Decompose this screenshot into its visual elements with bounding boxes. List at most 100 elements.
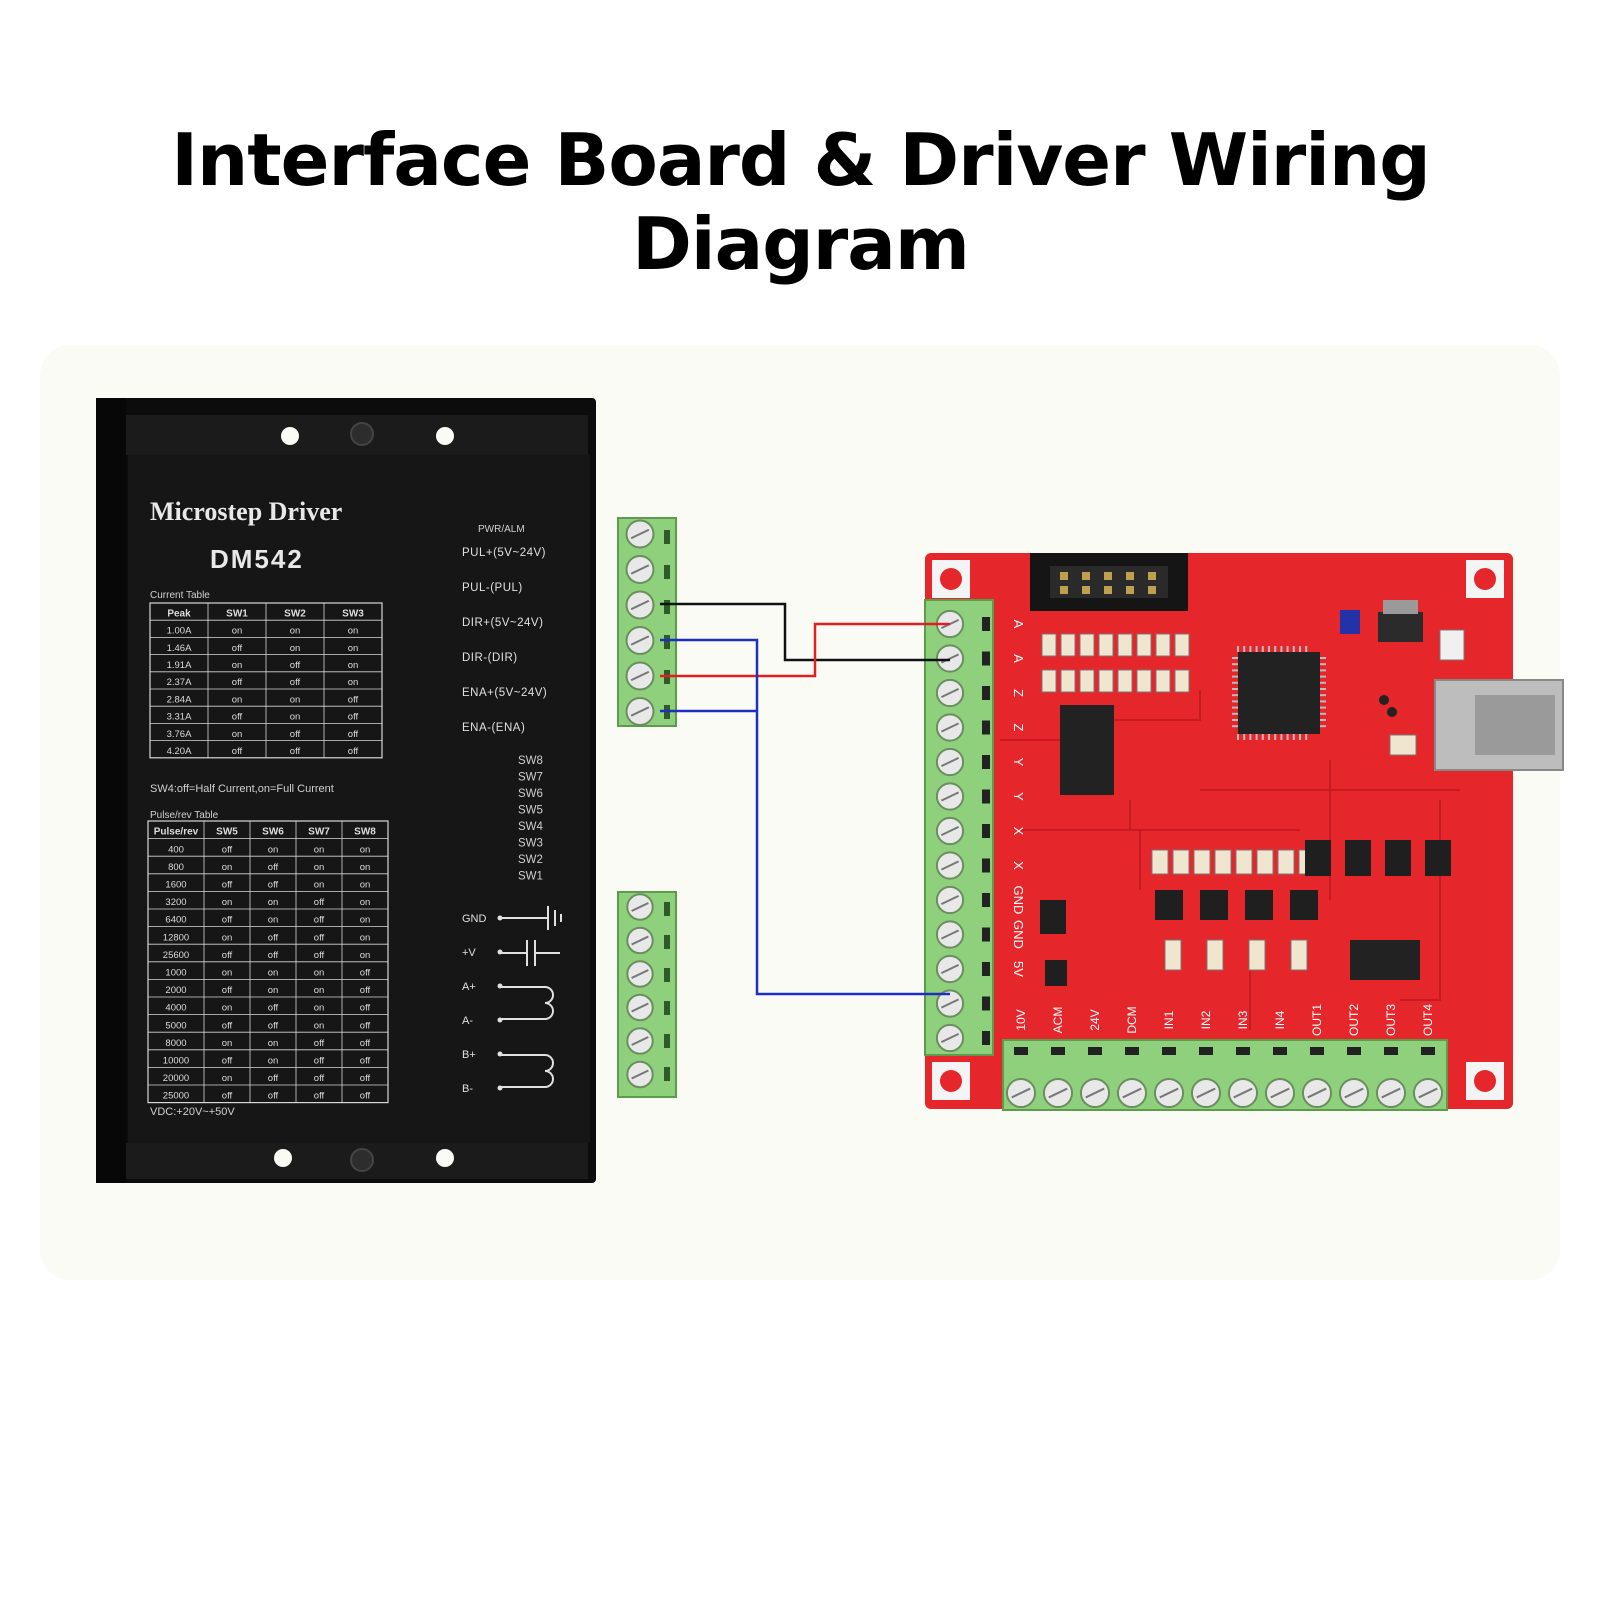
screw-slot: [631, 935, 649, 946]
screw-slot: [1048, 1087, 1068, 1099]
table-cell: off: [268, 932, 279, 943]
table-cell: on: [222, 1038, 233, 1049]
table-cell: on: [314, 844, 325, 855]
table-cell: on: [222, 897, 233, 908]
table-cell: off: [360, 985, 371, 996]
terminal-slot: [1236, 1047, 1250, 1055]
power-label: B-: [462, 1083, 473, 1095]
table-cell: on: [268, 968, 279, 979]
terminal-slot: [982, 720, 990, 735]
table-cell: off: [222, 880, 233, 891]
switch-label: SW7: [518, 772, 543, 784]
screw-slot: [630, 670, 650, 682]
board-side-label: A: [1011, 620, 1026, 629]
mount-hole: [436, 1149, 454, 1167]
current-table-title: Current Table: [150, 590, 210, 601]
driver-model: DM542: [210, 544, 304, 574]
switch-label: SW1: [518, 871, 543, 883]
table-cell: 1.46A: [167, 643, 192, 654]
table-cell: off: [314, 897, 325, 908]
mcu-pin: [1255, 646, 1258, 652]
table-cell: 3.31A: [167, 712, 192, 723]
screw-slot: [1270, 1087, 1290, 1099]
table-cell: off: [232, 643, 243, 654]
mcu-pin: [1320, 719, 1326, 721]
table-cell: off: [360, 1020, 371, 1031]
mcu-pin: [1305, 734, 1308, 740]
table-cell: off: [290, 677, 301, 688]
table-cell: off: [222, 1091, 233, 1102]
table-cell: on: [222, 1073, 233, 1084]
resistor: [1214, 849, 1232, 875]
mount-hole: [1474, 1070, 1496, 1092]
screw-slot: [940, 1032, 960, 1044]
table-cell: on: [222, 1003, 233, 1014]
wire-blue-dir: [660, 638, 950, 996]
table-cell: on: [314, 862, 325, 873]
screw-slot: [630, 599, 650, 611]
mcu-pin: [1286, 734, 1289, 740]
board-side-label: Z: [1011, 689, 1026, 697]
table-cell: off: [232, 712, 243, 723]
terminal-slot: [982, 686, 990, 700]
mcu-pin: [1261, 734, 1264, 740]
wires: [660, 602, 950, 996]
screw-slot: [631, 969, 649, 979]
screw-slot: [1307, 1087, 1327, 1099]
mcu-pin: [1320, 725, 1326, 728]
pcb-trace: [1020, 829, 1141, 890]
ground-symbol-icon: [500, 906, 562, 930]
terminal-slot: [982, 996, 990, 1011]
table-cell: 6400: [165, 915, 186, 926]
mcu-pin: [1274, 646, 1277, 652]
resistor: [1117, 669, 1133, 693]
board-bottom-label: DCM: [1125, 1006, 1139, 1033]
resistor: [1248, 939, 1266, 971]
table-cell: on: [222, 862, 233, 873]
mcu-pin: [1255, 734, 1258, 740]
led: [1379, 695, 1389, 705]
table-cell: off: [290, 729, 301, 740]
table-header-cell: SW8: [354, 827, 376, 838]
mcu-pin: [1292, 734, 1295, 740]
terminal-slot: [1347, 1047, 1361, 1055]
terminal-slot: [1088, 1047, 1102, 1055]
mcu-pin: [1232, 694, 1238, 697]
idc-pin: [1060, 586, 1068, 594]
table-cell: off: [268, 1091, 279, 1102]
screw-slot: [630, 635, 650, 646]
mcu-pin: [1320, 700, 1326, 703]
mcu-pin: [1320, 669, 1326, 672]
table-cell: off: [348, 712, 359, 723]
table-cell: off: [290, 660, 301, 671]
resistor: [1174, 669, 1190, 693]
diode: [1040, 900, 1066, 934]
signal-labels: PUL+(5V~24V)PUL-(PUL)DIR+(5V~24V)DIR-(DI…: [462, 547, 547, 734]
table-cell: on: [360, 915, 371, 926]
table-cell: on: [314, 1003, 325, 1014]
table-cell: on: [314, 880, 325, 891]
table-cell: on: [268, 1056, 279, 1067]
optocoupler: [1245, 890, 1273, 920]
mcu-pin: [1280, 734, 1283, 740]
screw-icon: [350, 1148, 374, 1172]
table-cell: off: [222, 1020, 233, 1031]
table-cell: off: [268, 1003, 279, 1014]
table-cell: 12800: [163, 932, 189, 943]
board-side-label: Z: [1011, 724, 1026, 732]
switch-label: SW2: [518, 854, 543, 866]
power-label: B+: [462, 1049, 476, 1061]
screw-slot: [940, 860, 960, 871]
table-cell: off: [222, 844, 233, 855]
capacitor: [1340, 610, 1360, 634]
table-cell: off: [268, 1073, 279, 1084]
table-cell: off: [314, 1038, 325, 1049]
board-bottom-label: IN3: [1236, 1010, 1250, 1029]
terminal-slot: [982, 789, 990, 804]
table-cell: off: [290, 746, 301, 757]
mcu-pin: [1320, 663, 1326, 666]
table-cell: off: [314, 915, 325, 926]
mcu-pin: [1249, 646, 1252, 652]
terminal-slot: [664, 1001, 670, 1015]
